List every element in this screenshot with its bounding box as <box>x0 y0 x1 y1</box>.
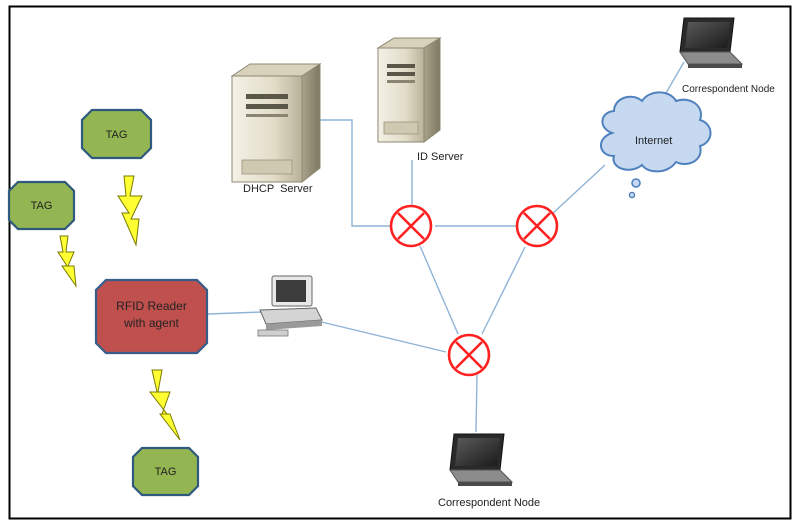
router-icon <box>389 204 433 248</box>
link-dhcp-router <box>318 119 395 227</box>
link-bottom-router-laptop <box>475 374 478 433</box>
lightning-icon <box>117 175 143 247</box>
correspondent-node-bottom-label: Correspondent Node <box>438 497 540 509</box>
internet-label: Internet <box>635 135 672 147</box>
tag-label: TAG <box>106 129 128 141</box>
server-icon <box>230 63 322 184</box>
correspondent-node-top-label: Correspondent Node <box>682 84 775 95</box>
laptop-icon <box>449 433 514 486</box>
id-server-label: ID Server <box>417 151 464 163</box>
tag-shape: TAG <box>7 180 76 231</box>
rfid-reader-line1: RFID Reader <box>116 299 187 313</box>
lightning-icon <box>148 369 181 441</box>
links <box>207 61 685 433</box>
rfid-reader-line2: with agent <box>123 316 179 330</box>
tag-shape: TAG <box>80 108 153 160</box>
laptop-icon <box>679 17 744 68</box>
server-icon <box>376 37 442 143</box>
link-pc-router <box>304 317 447 353</box>
computer-icon <box>257 275 323 337</box>
dhcp-server-label: DHCP Server <box>243 183 313 195</box>
router-icon <box>515 204 559 248</box>
link-router-bottom-left <box>419 245 459 335</box>
tag-label: TAG <box>155 466 177 478</box>
router-icon <box>447 333 491 377</box>
cloud-icon <box>600 91 712 199</box>
link-router-internet <box>551 164 606 215</box>
rfid-reader-box: RFID Reader with agent <box>94 278 209 355</box>
tag-label: TAG <box>31 200 53 212</box>
tag-shape: TAG <box>131 446 200 497</box>
lightning-icon <box>57 235 77 288</box>
link-reader-pc <box>207 311 263 315</box>
link-router-bottom-right <box>481 246 526 335</box>
